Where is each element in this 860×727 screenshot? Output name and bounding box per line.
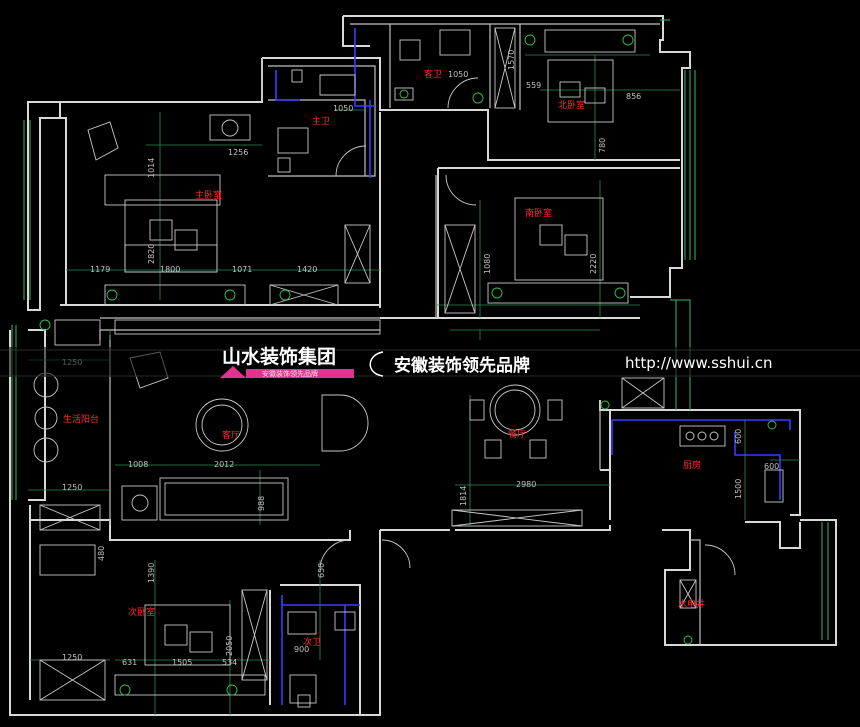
room-labels: 主卧室 主卫 客卫 北卧室 南卧室 生活阳台 客厅 餐厅 厨房 水电井 次卧室 …	[63, 68, 705, 648]
logo-mountain-icon	[220, 366, 246, 378]
room-label-north-bedroom: 北卧室	[558, 99, 585, 111]
room-label-living-balcony: 生活阳台	[63, 413, 99, 425]
dim-label: 2820	[147, 244, 156, 264]
second-bath-fixtures	[287, 539, 411, 708]
brand-url: http://www.sshui.cn	[625, 354, 772, 372]
blue-fixtures	[275, 28, 791, 705]
dim-label: 631	[122, 658, 137, 667]
room-label-second-bedroom: 次卧室	[128, 606, 155, 618]
room-label-dining-room: 餐厅	[508, 428, 526, 440]
dim-label: 1570	[507, 50, 516, 70]
dimension-labels: 1256 1050 1050 1570 559 856 780 1014 282…	[62, 50, 779, 667]
dim-label: 559	[526, 81, 541, 90]
room-label-water-heater: 水电井	[678, 598, 705, 610]
dining-furniture	[451, 377, 665, 527]
dim-label: 1250	[62, 483, 82, 492]
dim-label: 1800	[160, 265, 180, 274]
dim-label: 2980	[516, 480, 536, 489]
north-area-furniture	[394, 27, 636, 123]
room-label-master-bath: 主卫	[312, 115, 330, 127]
dim-label: 1390	[147, 563, 156, 583]
slogan-bracket-icon	[369, 351, 384, 377]
dim-label: 600	[734, 429, 743, 444]
dim-label: 1050	[333, 104, 353, 113]
master-bath-fixtures	[277, 69, 367, 177]
living-room-furniture	[114, 319, 381, 521]
dim-label: 1008	[128, 460, 148, 469]
dim-label: 1250	[62, 653, 82, 662]
dim-label: 1179	[90, 265, 110, 274]
watermark-banner: 山水装饰集团 安徽装饰领先品牌 安徽装饰领先品牌 http://www.sshu…	[0, 345, 860, 378]
dim-label: 780	[598, 138, 607, 153]
brand-slogan: 安徽装饰领先品牌	[394, 355, 530, 376]
dim-label: 900	[294, 645, 309, 654]
room-label-south-bedroom: 南卧室	[525, 207, 552, 219]
balcony-furniture	[33, 319, 101, 531]
dim-label: 1500	[734, 479, 743, 499]
logo-ribbon	[246, 369, 354, 378]
dim-label: 1071	[232, 265, 252, 274]
dim-label: 1420	[297, 265, 317, 274]
brand-subtitle: 安徽装饰领先品牌	[262, 369, 318, 378]
second-bedroom-furniture	[39, 539, 351, 701]
dim-label: 1080	[483, 254, 492, 274]
dim-label: 1014	[147, 158, 156, 178]
room-label-living-room: 客厅	[222, 429, 240, 441]
dim-label: 650	[317, 563, 326, 578]
dim-label: 534	[222, 658, 237, 667]
room-label-second-bath: 次卫	[303, 636, 321, 648]
kitchen-fixtures	[600, 400, 784, 503]
water-heater-fixtures	[679, 544, 736, 645]
brand-company-name: 山水装饰集团	[222, 345, 336, 368]
master-bedroom-furniture	[87, 114, 371, 306]
dim-label: 2220	[589, 254, 598, 274]
dim-label: 600	[764, 462, 779, 471]
dim-label: 988	[257, 496, 266, 511]
dim-label: 2050	[225, 636, 234, 656]
dim-label: 856	[626, 92, 641, 101]
dim-label: 1256	[228, 148, 248, 157]
dim-label: 1505	[172, 658, 192, 667]
room-label-kitchen: 厨房	[683, 459, 701, 471]
dim-label: 1050	[448, 70, 468, 79]
dim-label: 2012	[214, 460, 234, 469]
room-label-guest-bath: 客卫	[424, 68, 442, 80]
interior-walls	[99, 23, 701, 645]
dim-label: 480	[97, 546, 106, 561]
dim-label: 1814	[459, 486, 468, 506]
south-bedroom-furniture	[444, 174, 629, 314]
room-label-master-bedroom: 主卧室	[195, 189, 222, 201]
